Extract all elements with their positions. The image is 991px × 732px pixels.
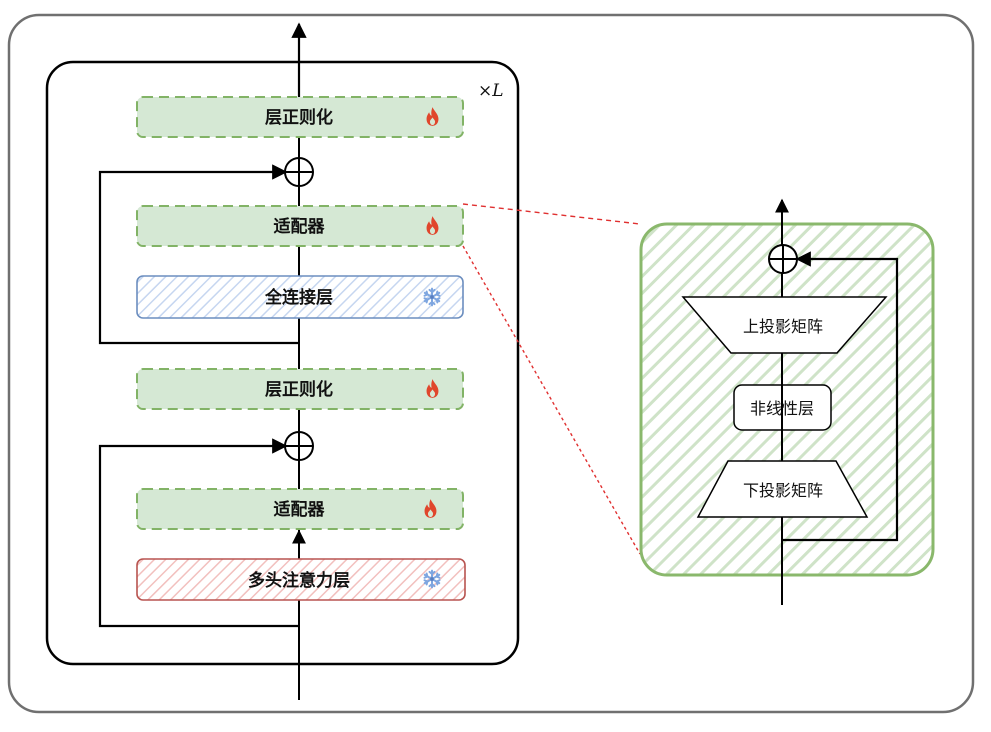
up-projection-label: 上投影矩阵 xyxy=(743,317,823,336)
zoom-connector-bottom xyxy=(462,245,641,555)
layer-norm-bottom: 层正则化 xyxy=(136,368,464,410)
zoom-connector-top xyxy=(462,203,641,225)
repeat-count-label: ×L xyxy=(478,81,504,101)
adapter-skip-connection xyxy=(782,251,899,542)
residual-add-node-upper xyxy=(284,157,314,187)
layer-label: 适配器 xyxy=(274,217,326,237)
residual-connection-lower xyxy=(98,438,299,628)
down-projection-matrix: 下投影矩阵 xyxy=(696,460,869,518)
down-projection-label: 下投影矩阵 xyxy=(743,481,823,500)
layer-label: 层正则化 xyxy=(265,379,333,400)
adapter-bottom: 适配器 xyxy=(136,488,464,530)
layer-label: 多头注意力层 xyxy=(248,570,350,591)
adapter-add-node xyxy=(768,244,798,274)
adapter-detail-panel: 上投影矩阵 非线性层 下投影矩阵 xyxy=(639,198,935,605)
layer-label: 适配器 xyxy=(274,500,326,520)
layer-label: 层正则化 xyxy=(265,107,333,128)
nonlinear-layer: 非线性层 xyxy=(733,384,832,431)
up-projection-matrix: 上投影矩阵 xyxy=(681,296,888,354)
layer-norm-top: 层正则化 xyxy=(136,96,464,138)
adapter-top: 适配器 xyxy=(136,205,464,247)
outer-frame xyxy=(7,13,975,714)
feed-forward-layer: 全连接层 xyxy=(136,275,464,319)
residual-add-node-lower xyxy=(284,431,314,461)
multi-head-attention-layer: 多头注意力层 xyxy=(136,558,466,601)
nonlinear-label: 非线性层 xyxy=(750,399,814,418)
layer-label: 全连接层 xyxy=(264,287,333,308)
residual-connection-upper xyxy=(98,164,299,345)
